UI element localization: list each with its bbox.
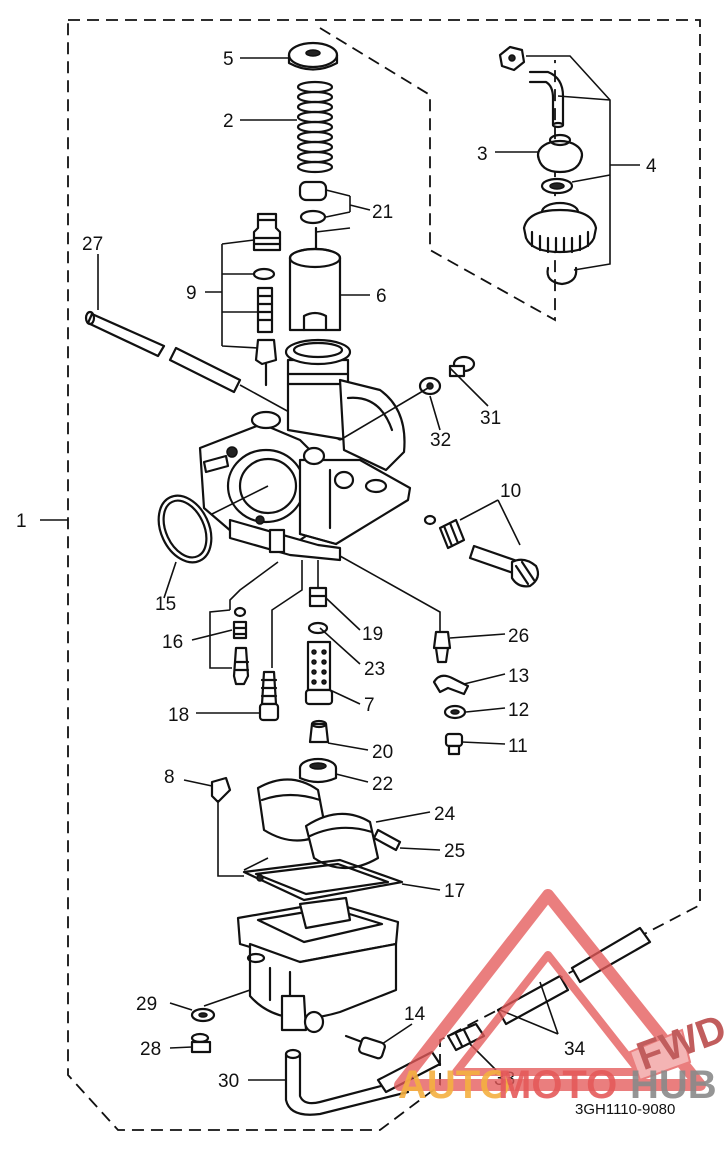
float-pin-part — [372, 828, 402, 852]
float-bowl-part — [236, 896, 400, 1034]
part-label-23: 23 — [364, 659, 385, 680]
bowl-screw-part — [190, 1007, 216, 1054]
part-label-25: 25 — [444, 841, 465, 862]
watermark-moto: MOTO — [498, 1063, 617, 1107]
watermark-triangle-inner — [452, 951, 644, 1076]
part-label-34: 34 — [564, 1039, 586, 1060]
part-label-12: 12 — [508, 700, 529, 721]
part-label-29: 29 — [136, 994, 157, 1015]
drain-bolt-part — [344, 1034, 386, 1060]
part-label-16: 16 — [162, 632, 183, 653]
part-label-27: 27 — [82, 234, 103, 255]
part-label-18: 18 — [168, 705, 189, 726]
top-cap-part — [498, 45, 598, 286]
part-label-2: 2 — [223, 111, 234, 132]
pilot-screw-part — [423, 514, 540, 588]
watermark-hub: HUB — [630, 1063, 717, 1107]
float-part — [256, 778, 380, 869]
pilot-jet-part — [232, 606, 250, 686]
part-label-26: 26 — [508, 626, 529, 647]
vent-hose-part — [496, 926, 652, 1026]
part-label-19: 19 — [362, 624, 383, 645]
float-valve-part — [432, 630, 470, 756]
part-label-8: 8 — [164, 767, 175, 788]
o-ring-part — [157, 494, 213, 564]
part-label-20: 20 — [372, 742, 393, 763]
part-labels: 5 2 3 4 21 27 9 6 31 32 10 1 15 19 26 16… — [16, 49, 657, 1092]
part-label-5: 5 — [223, 49, 234, 70]
part-label-3: 3 — [477, 144, 488, 165]
drain-screw-part — [210, 776, 232, 804]
part-label-30: 30 — [218, 1071, 239, 1092]
part-label-1: 1 — [16, 511, 27, 532]
part-label-14: 14 — [404, 1004, 426, 1025]
part-label-32: 32 — [430, 430, 451, 451]
part-label-31: 31 — [480, 408, 501, 429]
top-group-boundary — [319, 27, 556, 322]
washer-part — [287, 41, 339, 71]
gasket-part — [242, 858, 404, 902]
part-label-28: 28 — [140, 1039, 161, 1060]
part-label-15: 15 — [155, 594, 176, 615]
part-label-17: 17 — [444, 881, 465, 902]
part-label-22: 22 — [372, 774, 393, 795]
watermark-auto: AUTO — [398, 1063, 511, 1107]
part-label-10: 10 — [500, 481, 521, 502]
part-label-21: 21 — [372, 202, 393, 223]
throttle-valve-part — [288, 247, 342, 332]
watermark-triangle-outer — [394, 889, 706, 1091]
main-jet-part — [298, 719, 338, 784]
carburetor-body-part — [198, 338, 412, 562]
drawing-code: 3GH1110-9080 — [575, 1101, 675, 1118]
part-label-13: 13 — [508, 666, 529, 687]
part-label-11: 11 — [508, 736, 528, 757]
air-vent-tube-part — [84, 310, 341, 441]
part-label-4: 4 — [646, 156, 657, 177]
leader-lines — [97, 55, 640, 1081]
needle-jet-part — [304, 586, 334, 706]
part-label-24: 24 — [434, 804, 456, 825]
spring-part — [296, 80, 334, 174]
part-label-9: 9 — [186, 283, 197, 304]
part-label-6: 6 — [376, 286, 387, 307]
starter-plunger-part — [252, 212, 282, 387]
watermark-text: AUTO MOTO HUB — [398, 1063, 717, 1107]
fwd-badge-icon — [628, 1028, 692, 1082]
part-label-7: 7 — [364, 695, 375, 716]
jet-holder-part — [258, 670, 280, 722]
